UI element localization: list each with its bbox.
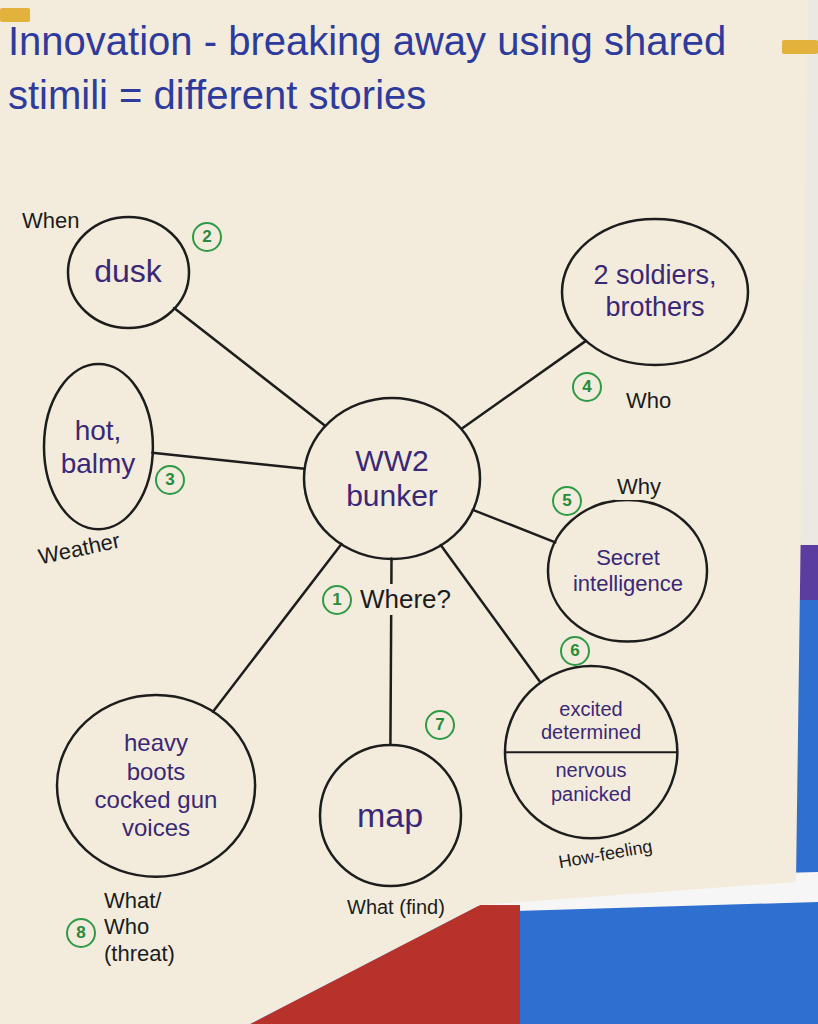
idea-circle: hot, balmy	[42, 362, 155, 531]
circle-outline	[503, 664, 679, 840]
circle-border	[320, 745, 461, 886]
callout-number: 5	[552, 486, 582, 516]
circle-border	[548, 500, 707, 642]
circle-border	[57, 695, 255, 877]
circle-border	[304, 398, 480, 559]
circle-outline	[42, 362, 155, 531]
circle-outline	[302, 396, 482, 561]
clip	[782, 40, 818, 54]
idea-circle: 2 soldiers, brothers	[560, 217, 750, 367]
centre-circle: WW2 bunker	[302, 396, 482, 561]
category-label: What (find)	[345, 895, 447, 919]
circle-text: Secret intelligence	[565, 545, 690, 597]
idea-circle: map	[318, 743, 463, 888]
callout-number: 1	[322, 585, 352, 615]
text-group: Secret intelligence	[565, 545, 690, 597]
circle-text: WW2 bunker	[327, 443, 457, 514]
circle-border	[44, 364, 153, 529]
text-group: dusk	[94, 253, 162, 291]
idea-circle: dusk	[66, 215, 191, 330]
circle-text: hot, balmy	[58, 414, 138, 480]
category-label: Where?	[358, 584, 453, 615]
text-group: heavy boots cocked gun voices	[93, 729, 218, 842]
category-label: Who	[624, 388, 673, 414]
connector-line	[174, 308, 325, 426]
circle-text: nervous panicked	[538, 759, 643, 806]
text-group: excited determined nervous panicked	[538, 698, 643, 806]
circle-border	[505, 666, 677, 838]
circle-border	[562, 219, 748, 365]
callout-number: 4	[572, 372, 602, 402]
connector-line	[473, 510, 555, 542]
connector-line	[441, 545, 541, 682]
circle-border	[68, 217, 189, 328]
divider-line	[505, 751, 677, 753]
callout-number: 6	[560, 636, 590, 666]
text-group: hot, balmy	[58, 414, 138, 480]
connector-line	[462, 341, 586, 429]
callout-number: 8	[66, 918, 96, 948]
callout-number: 2	[192, 222, 222, 252]
callout-number: 7	[425, 710, 455, 740]
circle-text: dusk	[94, 253, 162, 291]
category-label: When	[20, 208, 81, 234]
idea-circle: heavy boots cocked gun voices	[55, 693, 257, 879]
circle-text: 2 soldiers, brothers	[585, 260, 725, 324]
idea-circle: excited determined nervous panicked	[503, 664, 679, 840]
text-group: WW2 bunker	[327, 443, 457, 514]
callout-number: 3	[155, 465, 185, 495]
text-group: 2 soldiers, brothers	[585, 260, 725, 324]
circle-text: map	[357, 795, 423, 835]
circle-text: heavy boots cocked gun voices	[93, 729, 218, 842]
connector-line	[213, 544, 342, 712]
circle-text: excited determined	[538, 698, 643, 745]
title: Innovation - breaking away using shared …	[8, 14, 798, 122]
category-label: Why	[615, 474, 663, 500]
text-group: map	[357, 795, 423, 835]
category-label: What/ Who (threat)	[102, 888, 188, 967]
idea-circle: Secret intelligence	[546, 498, 709, 644]
